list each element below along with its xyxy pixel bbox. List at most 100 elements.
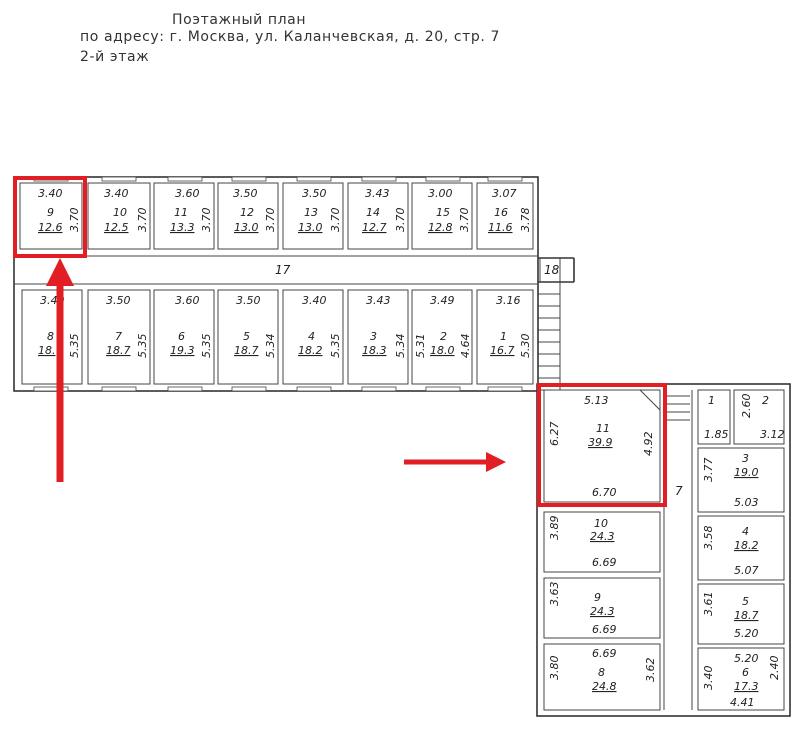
svg-text:3.50: 3.50 (302, 187, 327, 200)
room-bottom-1: 3.16 1 16.7 5.30 (476, 289, 534, 392)
svg-text:5: 5 (742, 595, 749, 608)
svg-text:3.60: 3.60 (175, 187, 200, 200)
room-right-9: 9 24.3 3.63 6.69 (543, 577, 661, 639)
svg-text:19.3: 19.3 (170, 344, 195, 357)
svg-text:7: 7 (115, 330, 122, 343)
svg-text:11: 11 (596, 422, 610, 435)
svg-text:3.63: 3.63 (548, 582, 561, 607)
svg-text:39.9: 39.9 (588, 436, 613, 449)
svg-text:5: 5 (243, 330, 250, 343)
svg-text:8: 8 (598, 666, 605, 679)
room-bottom-7: 3.50 7 18.7 5.35 (87, 289, 151, 392)
room-top-9: 3.40 9 12.6 3.70 (19, 176, 83, 250)
svg-text:3.50: 3.50 (233, 187, 258, 200)
svg-text:10: 10 (113, 206, 127, 219)
room-right-6: 5.20 6 17.3 3.40 2.40 4.41 (697, 647, 785, 711)
svg-text:3.70: 3.70 (329, 208, 342, 233)
svg-text:5.30: 5.30 (519, 334, 532, 359)
svg-text:13.0: 13.0 (298, 221, 323, 234)
svg-text:18.7: 18.7 (734, 609, 759, 622)
svg-text:7: 7 (675, 484, 683, 498)
svg-text:13: 13 (304, 206, 318, 219)
room-top-16: 3.07 16 11.6 3.78 (476, 176, 534, 250)
room-right-8: 6.69 8 24.8 3.80 3.62 (543, 643, 661, 711)
svg-text:16.7: 16.7 (490, 344, 515, 357)
svg-text:3.70: 3.70 (200, 208, 213, 233)
room-right-5: 5 18.7 3.61 5.20 (697, 583, 785, 645)
svg-text:16: 16 (494, 206, 508, 219)
svg-text:18.7: 18.7 (106, 344, 131, 357)
svg-text:3.40: 3.40 (302, 294, 327, 307)
room-top-11: 3.60 11 13.3 3.70 (153, 176, 215, 250)
svg-text:18.2: 18.2 (734, 539, 759, 552)
corridor-17: 17 (14, 255, 538, 285)
room-right-7: 7 (675, 484, 683, 498)
svg-text:5.20: 5.20 (734, 627, 759, 640)
top-room-row: 3.40 9 12.6 3.70 3.40 10 12.5 3.70 3.60 … (19, 176, 534, 250)
svg-text:3.12: 3.12 (760, 428, 785, 441)
room-bottom-4: 3.40 4 18.2 5.35 (282, 289, 344, 392)
svg-text:11.6: 11.6 (488, 221, 513, 234)
svg-text:3.70: 3.70 (458, 208, 471, 233)
svg-text:24.3: 24.3 (590, 530, 615, 543)
highlight-room-9 (13, 176, 87, 258)
stair-18: 18 (544, 263, 560, 277)
svg-text:9: 9 (594, 591, 601, 604)
room-top-13: 3.50 13 13.0 3.70 (282, 176, 344, 250)
svg-text:2: 2 (762, 394, 769, 407)
room-top-12: 3.50 12 13.0 3.70 (217, 176, 279, 250)
svg-text:6.69: 6.69 (592, 647, 617, 660)
svg-text:14: 14 (366, 206, 380, 219)
room-bottom-8: 3.40 8 18. 5.35 (21, 289, 83, 392)
svg-text:12: 12 (240, 206, 254, 219)
plan-address: по адресу: г. Москва, ул. Каланчевская, … (80, 29, 501, 45)
svg-text:18.7: 18.7 (234, 344, 259, 357)
svg-text:6: 6 (178, 330, 185, 343)
bottom-room-row: 3.40 8 18. 5.35 3.50 7 18.7 5.35 3.60 6 … (21, 289, 534, 392)
svg-text:5.35: 5.35 (68, 334, 81, 359)
svg-text:3.58: 3.58 (702, 526, 715, 551)
room-right-11: 5.13 11 39.9 6.27 4.92 6.70 (543, 389, 661, 503)
svg-text:17: 17 (275, 263, 291, 277)
room-bottom-2: 3.49 2 18.0 5.31 4.64 (411, 289, 473, 392)
svg-text:3.70: 3.70 (394, 208, 407, 233)
svg-text:6.69: 6.69 (592, 556, 617, 569)
svg-text:4.41: 4.41 (730, 696, 755, 709)
svg-text:3.89: 3.89 (548, 516, 561, 541)
left-building-block: 3.40 9 12.6 3.70 3.40 10 12.5 3.70 3.60 … (13, 176, 575, 392)
svg-text:3.77: 3.77 (702, 458, 715, 483)
svg-text:18.3: 18.3 (362, 344, 387, 357)
svg-text:5.35: 5.35 (136, 334, 149, 359)
svg-text:3: 3 (742, 452, 749, 465)
room-top-15: 3.00 15 12.8 3.70 (411, 176, 473, 250)
svg-text:12.5: 12.5 (104, 221, 129, 234)
svg-text:3.00: 3.00 (428, 187, 453, 200)
svg-text:3.70: 3.70 (68, 208, 81, 233)
svg-text:2.40: 2.40 (768, 656, 781, 681)
room-right-10: 10 24.3 3.89 6.69 (543, 511, 661, 573)
svg-text:3.62: 3.62 (644, 658, 657, 683)
svg-text:5.07: 5.07 (734, 564, 759, 577)
svg-text:1: 1 (708, 394, 715, 407)
svg-text:2.60: 2.60 (740, 394, 753, 419)
svg-text:3.50: 3.50 (106, 294, 131, 307)
svg-text:3.49: 3.49 (430, 294, 455, 307)
annotations (13, 176, 667, 507)
svg-text:3.40: 3.40 (104, 187, 129, 200)
svg-text:5.35: 5.35 (329, 334, 342, 359)
svg-text:3.70: 3.70 (264, 208, 277, 233)
svg-text:18.2: 18.2 (298, 344, 323, 357)
svg-text:1: 1 (500, 330, 507, 343)
svg-text:6.27: 6.27 (548, 422, 561, 447)
svg-text:18.0: 18.0 (430, 344, 455, 357)
svg-text:3.60: 3.60 (175, 294, 200, 307)
room-right-2: 2 2.60 3.12 (733, 389, 785, 445)
room-right-4: 4 18.2 3.58 5.07 (697, 515, 785, 581)
svg-text:11: 11 (174, 206, 188, 219)
svg-text:3.70: 3.70 (136, 208, 149, 233)
svg-text:24.8: 24.8 (592, 680, 617, 693)
svg-text:6.69: 6.69 (592, 623, 617, 636)
svg-text:3: 3 (370, 330, 377, 343)
plan-floor: 2-й этаж (80, 49, 150, 65)
svg-text:5.35: 5.35 (200, 334, 213, 359)
